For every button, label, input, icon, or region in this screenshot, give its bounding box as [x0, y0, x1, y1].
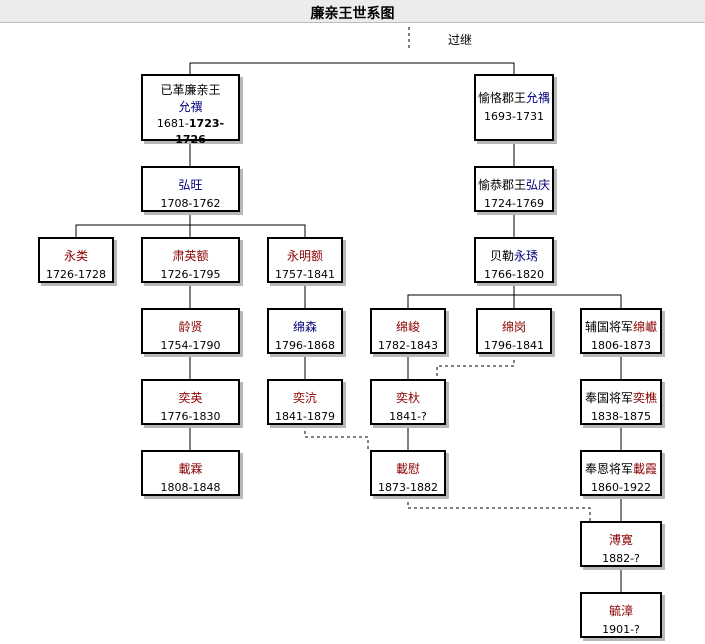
person-yongmingE: 永明额 1757-1841	[267, 237, 343, 283]
person-yunsi: 已革廉亲王 允禩 1681-1723-1726	[141, 74, 240, 146]
person-reign-dates: 1723-1726	[175, 117, 225, 146]
person-suyinge: 肃英额 1726-1795	[141, 237, 240, 283]
person-name: 載霖	[178, 462, 203, 476]
dashed-yihang-zaiyun	[304, 425, 369, 450]
person-pukuan: 溥寛 1882-?	[580, 521, 662, 567]
person-dates: 1757-1841	[275, 268, 335, 281]
person-name: 允禩	[178, 100, 203, 114]
person-name: 绵巘	[633, 320, 658, 334]
person-hongwang: 弘旺 1708-1762	[141, 166, 240, 212]
person-name: 奕樵	[633, 391, 658, 405]
person-dates: 1901-?	[602, 623, 640, 636]
person-name: 溥寛	[608, 533, 633, 547]
person-name: 龄贤	[178, 320, 203, 334]
person-zailin: 載霖 1808-1848	[141, 450, 240, 496]
person-dates: 1681-	[156, 117, 189, 130]
person-yuzhang: 毓漳 1901-?	[580, 592, 662, 638]
person-name: 绵峻	[395, 320, 420, 334]
person-yiying: 奕英 1776-1830	[141, 379, 240, 425]
person-title: 愉恭郡王	[477, 178, 526, 192]
person-mianjun: 绵峻 1782-1843	[370, 308, 446, 354]
person-zaiyun: 載慰 1873-1882	[370, 450, 446, 496]
dashed-zaiyun-pukuan	[407, 496, 591, 521]
person-dates: 1882-?	[602, 552, 640, 565]
person-zaixia: 奉恩将军載霞 1860-1922	[580, 450, 662, 496]
person-name: 弘庆	[526, 178, 551, 192]
person-name: 奕英	[178, 391, 203, 405]
person-dates: 1726-1728	[46, 268, 106, 281]
person-name: 永琇	[514, 249, 539, 263]
person-name: 绵岗	[501, 320, 526, 334]
adoption-note: 过继	[448, 33, 473, 47]
person-name: 毓漳	[608, 604, 633, 618]
line-yongxiu-sons	[407, 283, 622, 308]
person-yonglei: 永类 1726-1728	[38, 237, 114, 283]
person-name: 允禑	[526, 91, 551, 105]
person-title: 已革廉亲王	[160, 83, 221, 97]
person-title: 贝勒	[489, 249, 514, 263]
person-dates: 1693-1731	[484, 110, 544, 123]
person-hongqing: 愉恭郡王弘庆 1724-1769	[474, 166, 554, 212]
line-yunsi-yuntao	[189, 62, 515, 74]
person-miansen: 绵森 1796-1868	[267, 308, 343, 354]
person-dates: 1766-1820	[484, 268, 544, 281]
person-dates: 1796-1868	[275, 339, 335, 352]
person-title: 奉恩将军	[584, 462, 633, 476]
person-yiqiao: 奉国将军奕樵 1838-1875	[580, 379, 662, 425]
person-dates: 1776-1830	[160, 410, 221, 423]
person-dates: 1726-1795	[160, 268, 221, 281]
person-yizhi: 奕杕 1841-?	[370, 379, 446, 425]
person-name: 載慰	[395, 462, 420, 476]
person-dates: 1838-1875	[591, 410, 651, 423]
person-dates: 1808-1848	[160, 481, 221, 494]
person-lingxian: 龄贤 1754-1790	[141, 308, 240, 354]
person-dates: 1841-?	[389, 410, 427, 423]
title-bar: 廉亲王世系图	[0, 0, 705, 23]
person-name: 绵森	[292, 320, 317, 334]
person-dates: 1708-1762	[160, 197, 221, 210]
person-dates: 1754-1790	[160, 339, 221, 352]
page-title: 廉亲王世系图	[310, 6, 395, 22]
person-dates: 1796-1841	[484, 339, 544, 352]
person-dates: 1860-1922	[591, 481, 651, 494]
person-dates: 1873-1882	[378, 481, 438, 494]
person-title: 奉国将军	[584, 391, 633, 405]
line-hongwang-sons	[75, 212, 306, 237]
person-title: 辅国将军	[584, 320, 633, 334]
person-mianxi: 辅国将军绵巘 1806-1873	[580, 308, 662, 354]
person-name: 奕杕	[395, 391, 420, 405]
person-name: 永明额	[286, 249, 323, 263]
dashed-miangang-yizhi	[436, 354, 515, 379]
person-name: 永类	[63, 249, 88, 263]
person-miangang: 绵岗 1796-1841	[476, 308, 552, 354]
person-dates: 1841-1879	[275, 410, 335, 423]
person-title: 愉恪郡王	[477, 91, 526, 105]
person-yongxiu: 贝勒永琇 1766-1820	[474, 237, 554, 283]
person-dates: 1724-1769	[484, 197, 544, 210]
person-dates: 1782-1843	[378, 339, 438, 352]
person-yuntao: 愉恪郡王允禑 1693-1731	[474, 74, 554, 141]
person-name: 弘旺	[178, 178, 203, 192]
person-yihang: 奕沆 1841-1879	[267, 379, 343, 425]
person-name: 奕沆	[292, 391, 317, 405]
person-name: 載霞	[633, 462, 658, 476]
person-name: 肃英额	[172, 249, 209, 263]
person-dates: 1806-1873	[591, 339, 651, 352]
